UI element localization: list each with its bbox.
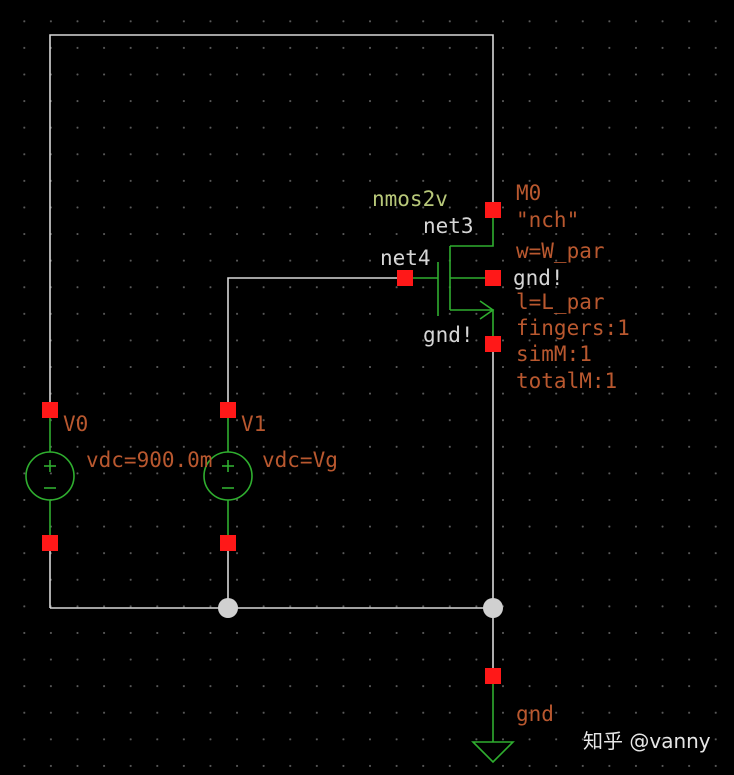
v1-minus-pin[interactable] [220,535,236,551]
length-param-label: l=L_par [516,290,605,314]
v0-plus-pin[interactable] [42,402,58,418]
source-pin[interactable] [485,336,501,352]
gate-net-label: net4 [380,246,431,270]
drain-net-label: net3 [423,214,474,238]
junctions [218,598,503,618]
wires [49,34,494,676]
ground-symbol[interactable] [471,676,515,764]
junction-dot[interactable] [483,598,503,618]
ground-label: gnd [516,702,554,726]
width-param-label: w=W_par [516,239,605,263]
ground-pin[interactable] [485,668,501,684]
bulk-net-label: gnd! [513,266,564,290]
v0-instance-label: V0 [63,412,88,436]
gate-pin[interactable] [397,270,413,286]
pins [42,202,501,684]
bulk-pin[interactable] [485,270,501,286]
drain-pin[interactable] [485,202,501,218]
v1-instance-label: V1 [241,412,266,436]
v0-minus-pin[interactable] [42,535,58,551]
instance-name-label: M0 [516,181,541,205]
v1-param-label: vdc=Vg [262,448,338,472]
watermark: 知乎 @vanny [583,729,711,753]
simM-param-label: simM:1 [516,342,592,366]
junction-dot[interactable] [218,598,238,618]
v0-param-label: vdc=900.0m [86,448,212,472]
source-net-label: gnd! [423,323,474,347]
model-label: "nch" [516,208,579,232]
top-loop-wire[interactable] [49,34,494,410]
gate-wire[interactable] [227,277,405,410]
fingers-param-label: fingers:1 [516,316,630,340]
totalM-param-label: totalM:1 [516,369,617,393]
cell-name-label: nmos2v [372,187,448,211]
v1-plus-pin[interactable] [220,402,236,418]
v0-source-symbol[interactable] [25,410,75,543]
